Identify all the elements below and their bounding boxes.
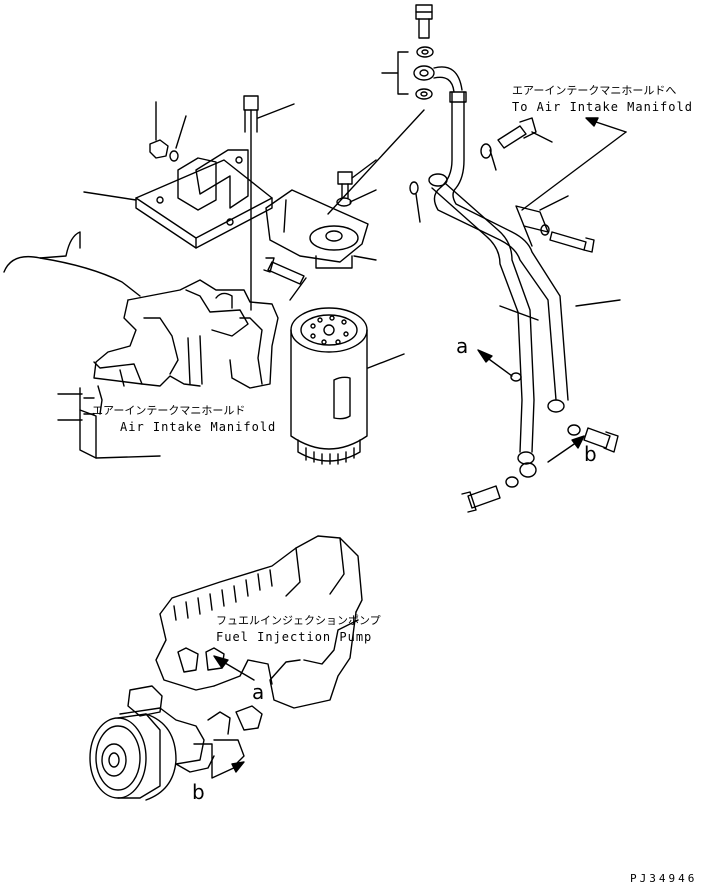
leader-long-bolt — [257, 103, 295, 119]
oil-filter — [290, 307, 368, 465]
leader-clamp — [539, 195, 569, 211]
fuel-pump-label-en: Fuel Injection Pump — [216, 630, 373, 644]
leader-to-intake — [521, 131, 627, 211]
washer-top — [416, 46, 434, 58]
banjo-bolt-top — [415, 4, 433, 39]
air-intake-to-label-jp: エアーインテークマニホールドへ — [512, 84, 677, 97]
arrow-b-pump — [193, 743, 245, 779]
tube-end-fitting-lower — [519, 462, 537, 478]
fuel-injection-pump — [119, 535, 363, 773]
clamp-bolt — [549, 231, 595, 253]
leader-filter-head — [353, 255, 377, 261]
ref-a-top: a — [456, 334, 469, 358]
arrow-a-pump — [213, 655, 255, 681]
washer-b — [567, 424, 581, 436]
washer-a-lower — [505, 476, 519, 488]
clamp-washer — [540, 224, 550, 236]
fuel-pump-label-jp: フュエルインジェクションポンプ — [216, 614, 381, 627]
leader-head-bolt — [289, 277, 307, 301]
leader-head-small-bolt — [351, 159, 377, 179]
washer-a — [510, 372, 522, 382]
bracket-leader-stack — [381, 51, 409, 95]
filter-head-bolt — [263, 257, 305, 285]
lower-bolt-a — [461, 485, 501, 513]
tube-clamp — [515, 205, 549, 247]
air-intake-label-jp: エアーインテークマニホールド — [92, 404, 246, 417]
head-small-bolt — [337, 171, 353, 199]
oring — [409, 181, 419, 195]
leader-tube-left — [499, 305, 539, 321]
leader-tube-top — [327, 109, 425, 215]
bracket-long-bolt — [243, 95, 259, 311]
leader-bolt-right — [531, 131, 553, 143]
leader-head-washer — [349, 189, 377, 203]
bracket-nut — [149, 139, 169, 159]
upper-right-bolt — [497, 117, 537, 149]
intake-manifold — [3, 231, 279, 459]
oil-tube-return — [428, 173, 535, 465]
air-intake-label-en: Air Intake Manifold — [120, 420, 277, 434]
ref-a-pump: a — [252, 680, 265, 704]
washer-top-lower — [415, 88, 433, 100]
arrow-a-top — [477, 349, 513, 377]
lower-bolt-b — [583, 427, 619, 453]
bracket-washer — [169, 150, 179, 162]
leader-filter — [367, 353, 405, 369]
filter-head — [265, 189, 369, 269]
leader-washer — [175, 115, 187, 149]
air-intake-to-label-en: To Air Intake Manifold — [512, 100, 693, 114]
arrow-b-top — [547, 435, 585, 463]
drawing-code: PJ34946 — [630, 872, 698, 885]
pump-pulley — [89, 713, 177, 801]
arrow-intake — [585, 117, 627, 133]
leader-oring — [415, 193, 421, 223]
leader-tube-right — [575, 299, 621, 307]
ref-b-top: b — [584, 442, 597, 466]
upper-right-washer — [480, 143, 492, 159]
banjo-fitting-top — [413, 65, 463, 93]
tube-end-fitting — [547, 399, 565, 413]
leader-washer-right — [489, 149, 497, 171]
ref-b-pump: b — [192, 780, 205, 804]
leader-bracket — [83, 191, 137, 201]
oil-tube-main — [433, 91, 569, 401]
